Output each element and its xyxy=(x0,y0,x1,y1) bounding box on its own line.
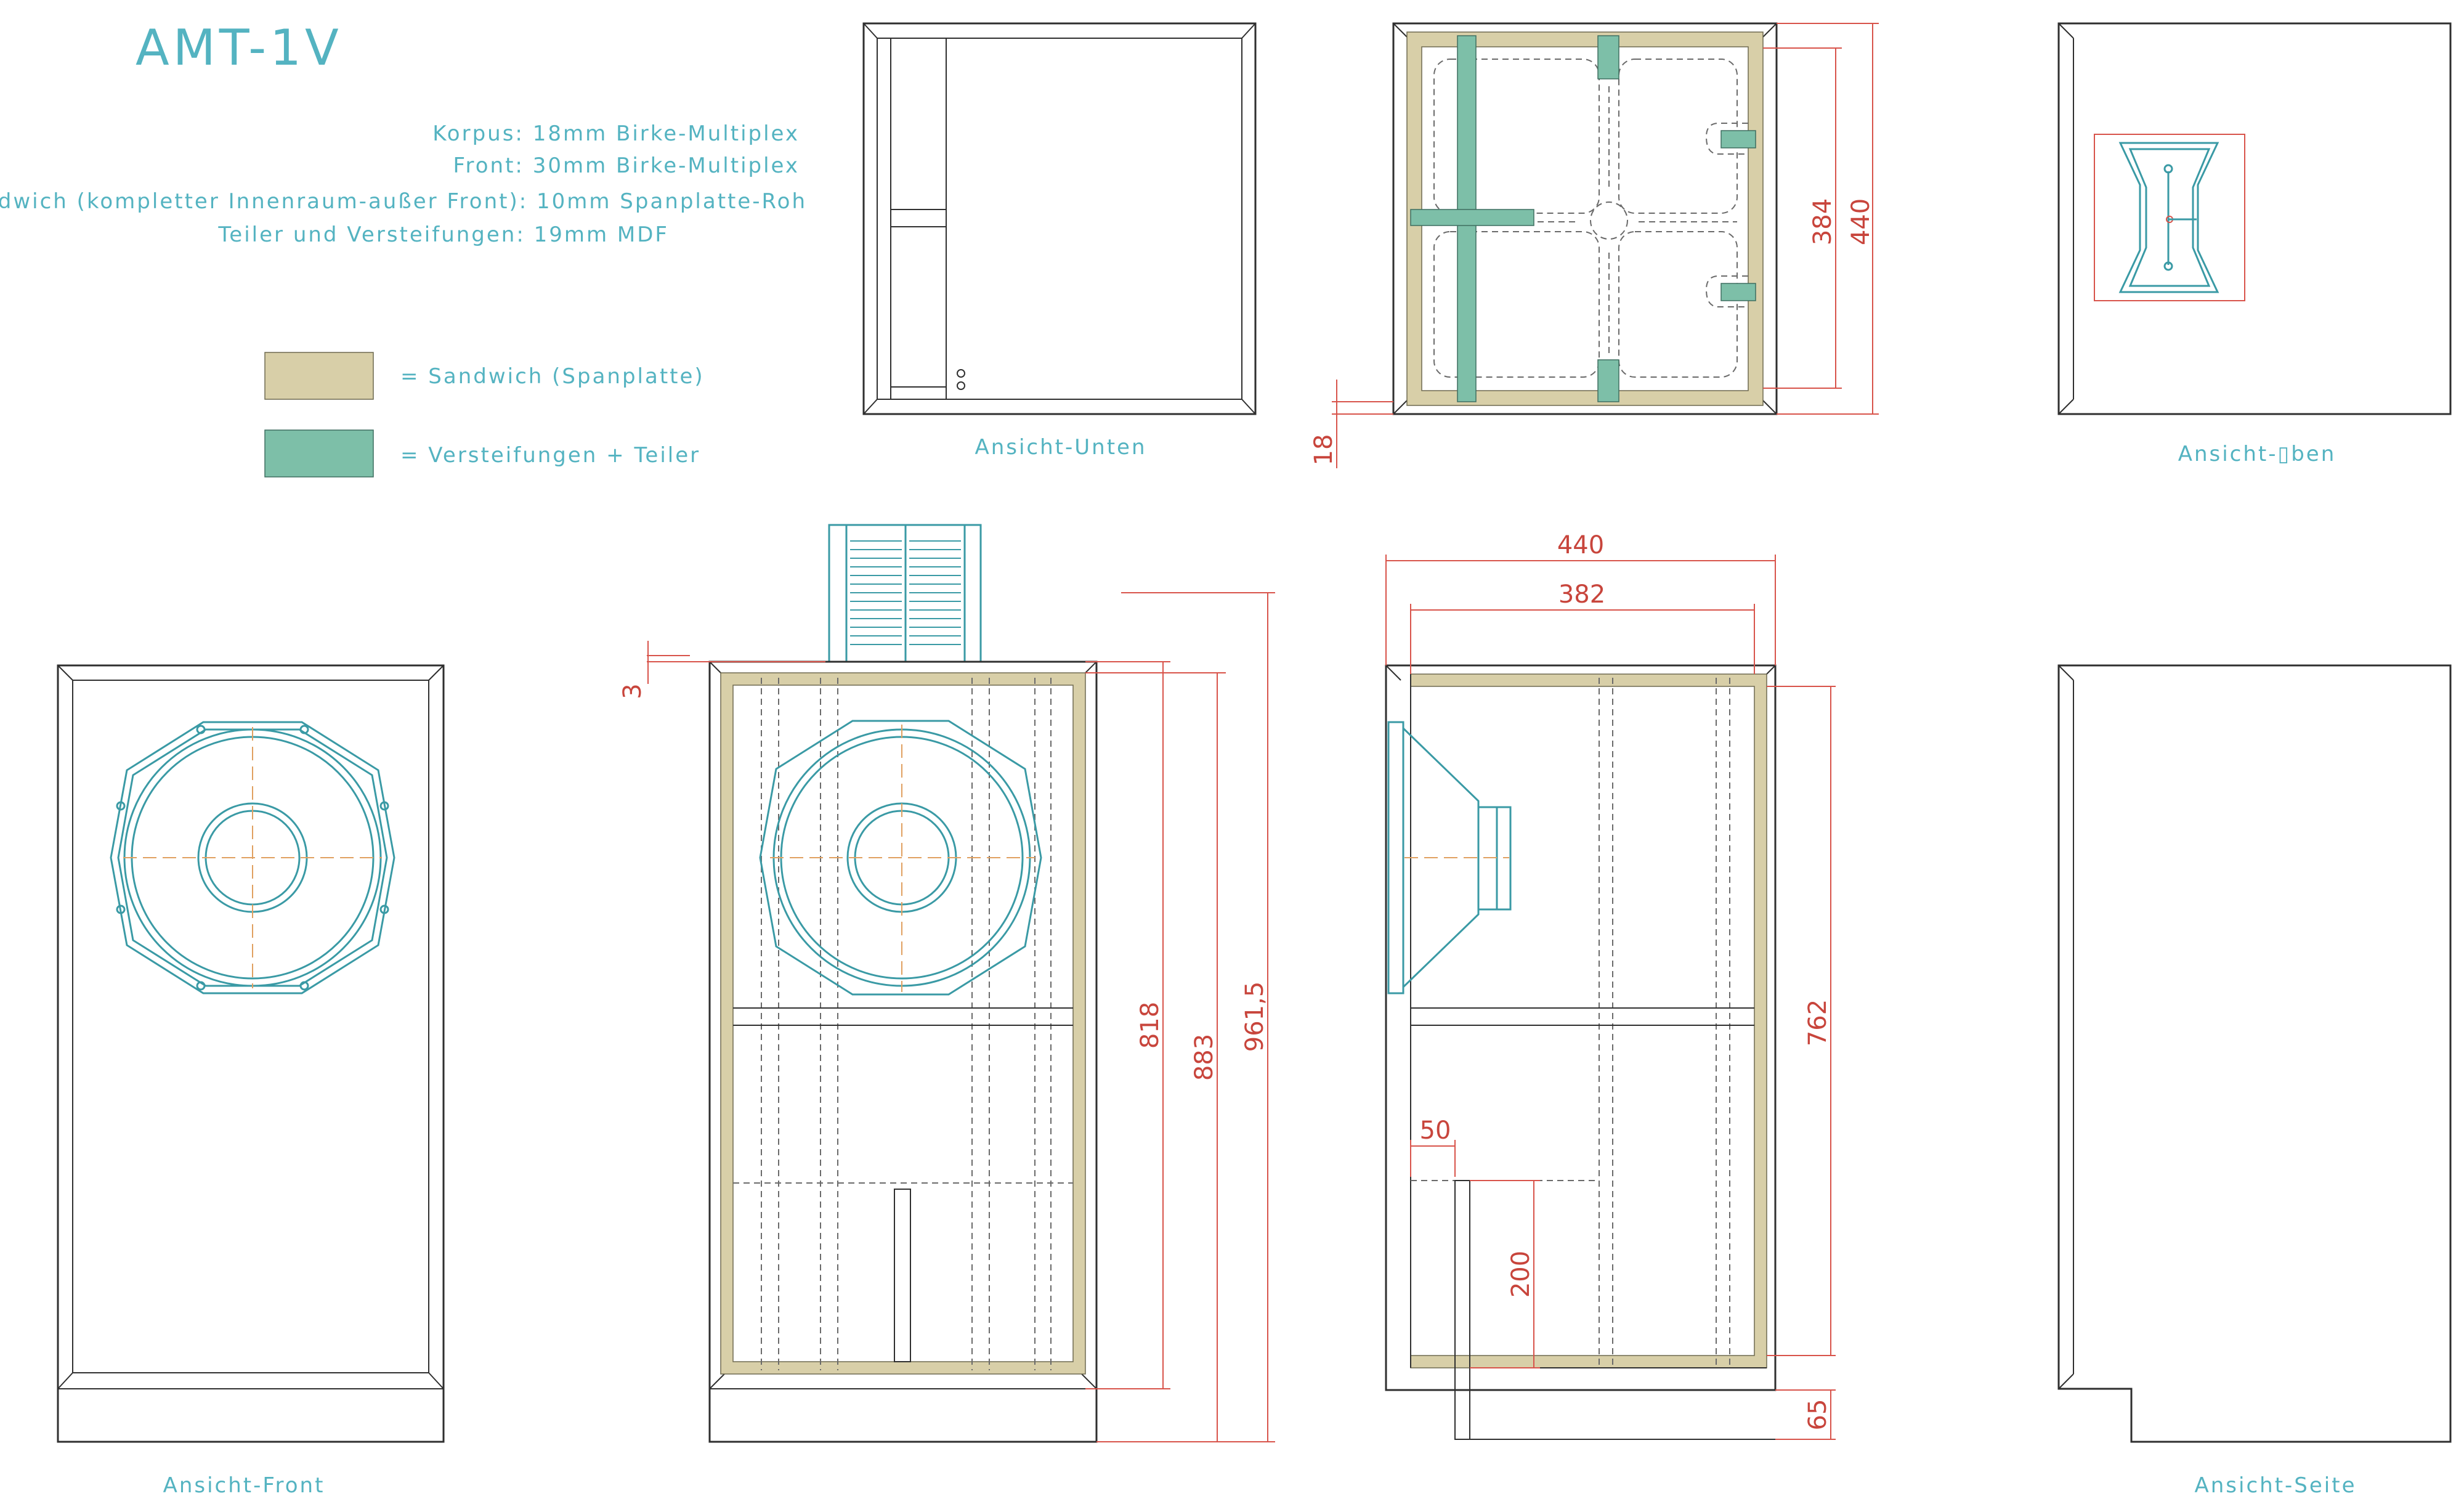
material-notes: Korpus: 18mm Birke-Multiplex Front: 30mm… xyxy=(0,121,807,247)
drawing-title: AMT-1V xyxy=(136,19,342,76)
view-label-bottom: Ansicht-Unten xyxy=(975,435,1146,460)
dim-200: 200 xyxy=(1507,1251,1535,1298)
dim-382: 382 xyxy=(1558,580,1605,609)
dim-818: 818 xyxy=(1136,1002,1164,1049)
dim-50: 50 xyxy=(1420,1116,1451,1145)
view-label-top: Ansicht-▯ben xyxy=(2178,442,2336,466)
view-section-plan xyxy=(1392,22,1778,415)
view-bottom xyxy=(862,22,1257,415)
dim-883: 883 xyxy=(1190,1034,1218,1081)
dim-18: 18 xyxy=(1310,434,1338,466)
note-sandwich: Sandwich (kompletter Innenraum-außer Fro… xyxy=(0,189,807,214)
legend: = Sandwich (Spanplatte) = Versteifungen … xyxy=(264,352,705,478)
note-stiffeners: Teiler und Versteifungen: 19mm MDF xyxy=(217,222,669,247)
note-front: Front: 30mm Birke-Multiplex xyxy=(453,153,800,178)
view-side xyxy=(2057,664,2452,1443)
dim-384: 384 xyxy=(1809,198,1837,245)
dim-961: 961,5 xyxy=(1241,982,1269,1052)
legend-label-sandwich: = Sandwich (Spanplatte) xyxy=(400,364,705,389)
amt-fins xyxy=(850,540,961,645)
view-top xyxy=(2057,22,2452,415)
dim-440: 440 xyxy=(1557,531,1604,559)
dim-3: 3 xyxy=(618,683,647,699)
dimensions-front-section xyxy=(647,592,1275,1442)
legend-swatch-sandwich xyxy=(264,352,374,400)
dim-762: 762 xyxy=(1804,999,1832,1046)
dim-65: 65 xyxy=(1804,1399,1832,1431)
view-front-section xyxy=(708,524,1098,1443)
view-label-side: Ansicht-Seite xyxy=(2194,1473,2356,1496)
dim-440-plan: 440 xyxy=(1847,198,1875,245)
legend-swatch-stiffeners xyxy=(264,429,374,478)
view-side-section xyxy=(1385,664,1777,1440)
dimensions-plan xyxy=(1332,23,1879,468)
dimensions-side-section xyxy=(1385,555,1836,1440)
view-front xyxy=(57,664,445,1443)
legend-label-stiffeners: = Versteifungen + Teiler xyxy=(400,443,700,468)
view-label-front: Ansicht-Front xyxy=(163,1473,325,1496)
note-korpus: Korpus: 18mm Birke-Multiplex xyxy=(432,121,800,146)
